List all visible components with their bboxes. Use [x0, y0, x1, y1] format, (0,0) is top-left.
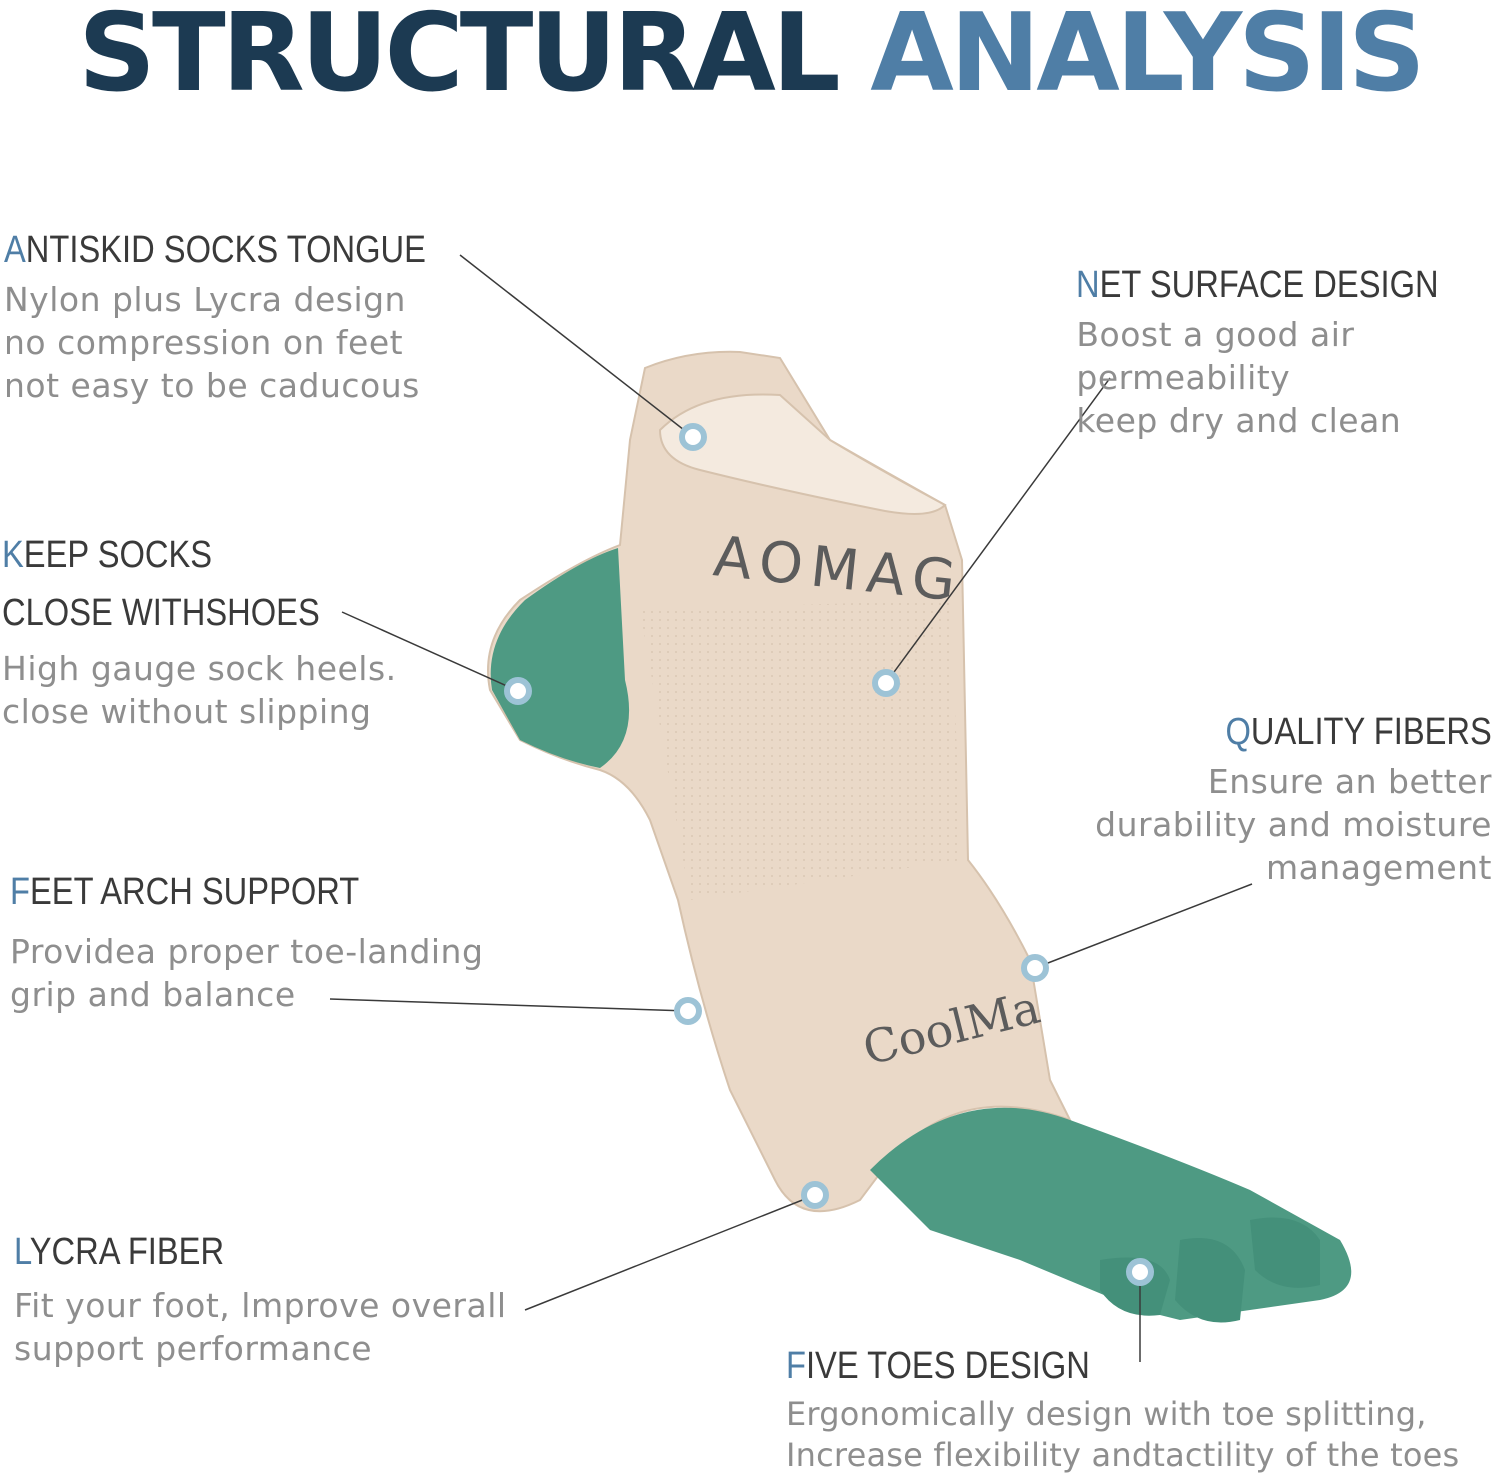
marker-lycra	[801, 1181, 829, 1209]
callout-heading: NET SURFACE DESIGN	[1076, 264, 1439, 306]
callout-description: Fit your foot, lmprove overall support p…	[14, 1286, 507, 1368]
marker-quality	[1021, 954, 1049, 982]
callout-description: Nylon plus Lycra design no compression o…	[4, 280, 420, 405]
callout-heading: KEEP SOCKS	[2, 534, 213, 576]
callout-description: High gauge sock heels. close without sli…	[2, 649, 397, 731]
callout-net-surface: NET SURFACE DESIGN Boost a good air perm…	[1076, 257, 1498, 442]
sock-heel	[490, 548, 630, 768]
sock-toes	[870, 1107, 1352, 1323]
callout-heading: LYCRA FIBER	[14, 1231, 225, 1273]
callout-feet-arch: FEET ARCH SUPPORT Providea proper toe-la…	[10, 864, 483, 1016]
callout-heading: FEET ARCH SUPPORT	[10, 871, 360, 913]
title-part-2: ANALYSIS	[870, 0, 1426, 116]
callout-quality-fibers: QUALITY FIBERS Ensure an better durabili…	[1095, 704, 1492, 889]
marker-heel	[504, 677, 532, 705]
callout-description: Boost a good air permeability keep dry a…	[1076, 315, 1402, 440]
callout-heading: ANTISKID SOCKS TONGUE	[4, 229, 426, 271]
callout-five-toes: FIVE TOES DESIGN Ergonomically design wi…	[786, 1338, 1459, 1476]
callout-heading: FIVE TOES DESIGN	[786, 1345, 1090, 1387]
callout-antiskid-tongue: ANTISKID SOCKS TONGUE Nylon plus Lycra d…	[4, 222, 495, 407]
title-part-1: STRUCTURAL	[78, 0, 841, 116]
marker-tongue	[679, 423, 707, 451]
callout-description: Providea proper toe-landing grip and bal…	[10, 932, 484, 1014]
callout-keep-socks: KEEP SOCKS CLOSE WITHSHOES High gauge so…	[2, 527, 397, 733]
sock-opening	[658, 393, 947, 515]
marker-arch	[674, 997, 702, 1025]
marker-net	[872, 669, 900, 697]
leader-lines	[329, 254, 1253, 1362]
marker-toes	[1126, 1258, 1154, 1286]
callout-heading: QUALITY FIBERS	[1225, 711, 1492, 753]
page-title: STRUCTURAL ANALYSIS	[0, 0, 1500, 114]
callout-description: Ensure an better durability and moisture…	[1095, 762, 1492, 887]
callout-heading-line2: CLOSE WITHSHOES	[2, 592, 320, 634]
callout-lycra-fiber: LYCRA FIBER Fit your foot, lmprove overa…	[14, 1224, 507, 1370]
markers	[504, 423, 1154, 1286]
callout-description: Ergonomically design with toe splitting,…	[786, 1395, 1460, 1474]
